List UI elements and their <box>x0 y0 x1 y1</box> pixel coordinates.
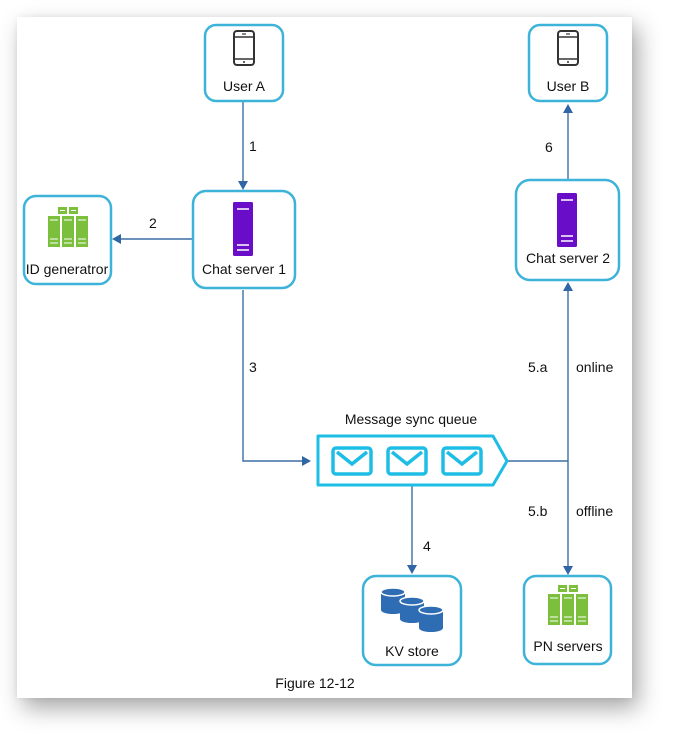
server-icon <box>556 192 578 248</box>
node-user-b[interactable]: User B <box>527 23 609 103</box>
node-label: KV store <box>385 643 439 659</box>
node-user-a[interactable]: User A <box>203 23 285 103</box>
node-label: Message sync queue <box>345 411 478 427</box>
envelope-icon <box>386 446 428 476</box>
node-label: PN servers <box>533 638 602 654</box>
node-label: Chat server 1 <box>202 261 286 277</box>
edge-5: 5.a online 5.b offline <box>508 282 614 575</box>
envelope-icon <box>441 446 483 476</box>
server-icon <box>232 201 254 257</box>
database-icon <box>418 605 444 633</box>
edge-label-5b: 5.b <box>528 503 548 519</box>
edge-6: 6 <box>545 104 573 180</box>
node-chat-server-1[interactable]: Chat server 1 <box>191 189 297 290</box>
edge-label-3: 3 <box>249 359 257 375</box>
edge-label-4: 4 <box>423 538 431 554</box>
node-pn-servers[interactable]: PN servers <box>522 574 613 666</box>
node-label: User B <box>547 78 590 94</box>
node-label: Chat server 2 <box>526 250 610 266</box>
node-id-generator[interactable]: ID generatror <box>22 194 113 286</box>
envelope-icon <box>331 446 373 476</box>
edge-2: 2 <box>112 215 192 244</box>
edge-4: 4 <box>407 486 431 574</box>
node-label: ID generatror <box>26 261 109 277</box>
edge-label-2: 2 <box>149 215 157 231</box>
edge-condition-online: online <box>576 359 614 375</box>
edge-3: 3 <box>242 290 311 466</box>
node-chat-server-2[interactable]: Chat server 2 <box>514 178 621 282</box>
edge-1: 1 <box>238 102 257 190</box>
edge-label-1: 1 <box>249 138 257 154</box>
node-kv-store[interactable]: KV store <box>361 574 463 667</box>
edge-label-6: 6 <box>545 139 553 155</box>
figure-caption: Figure 12-12 <box>275 675 355 691</box>
edge-label-5a: 5.a <box>528 359 548 375</box>
edge-condition-offline: offline <box>576 503 613 519</box>
node-label: User A <box>223 78 266 94</box>
node-message-sync-queue[interactable]: Message sync queue <box>316 411 509 487</box>
